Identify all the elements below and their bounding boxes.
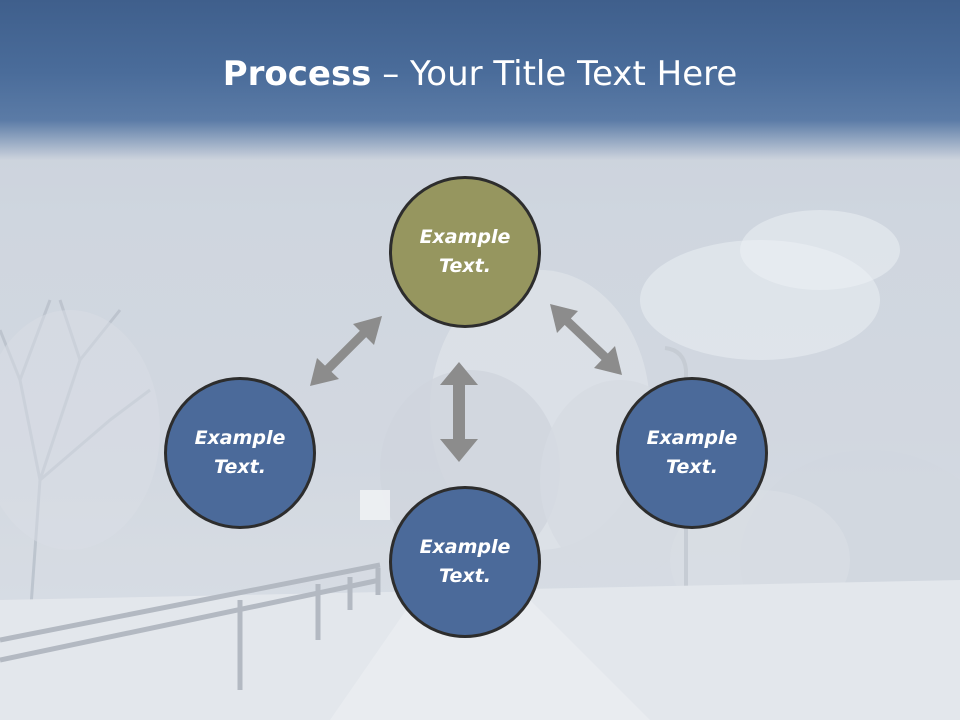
title-rest: – Your Title Text Here (371, 54, 738, 94)
process-step-left[interactable]: Example Text. (164, 377, 316, 529)
title-bold: Process (222, 54, 372, 94)
wooden-fence (0, 562, 381, 690)
process-step-bottom[interactable]: Example Text. (389, 486, 541, 638)
process-step-bottom-label: Example Text. (419, 536, 511, 587)
process-step-top[interactable]: Example Text. (389, 176, 541, 328)
slide-title: Process – Your Title Text Here (0, 52, 960, 96)
process-step-right-label: Example Text. (646, 427, 738, 478)
process-step-right[interactable]: Example Text. (616, 377, 768, 529)
process-step-left-label: Example Text. (194, 427, 286, 478)
lamp-post (664, 346, 688, 590)
process-step-top-label: Example Text. (419, 226, 511, 277)
arrow-right-top (550, 304, 622, 375)
arrow-left-top (310, 316, 382, 386)
title-bar (0, 0, 960, 160)
arrow-vertical (440, 362, 478, 462)
